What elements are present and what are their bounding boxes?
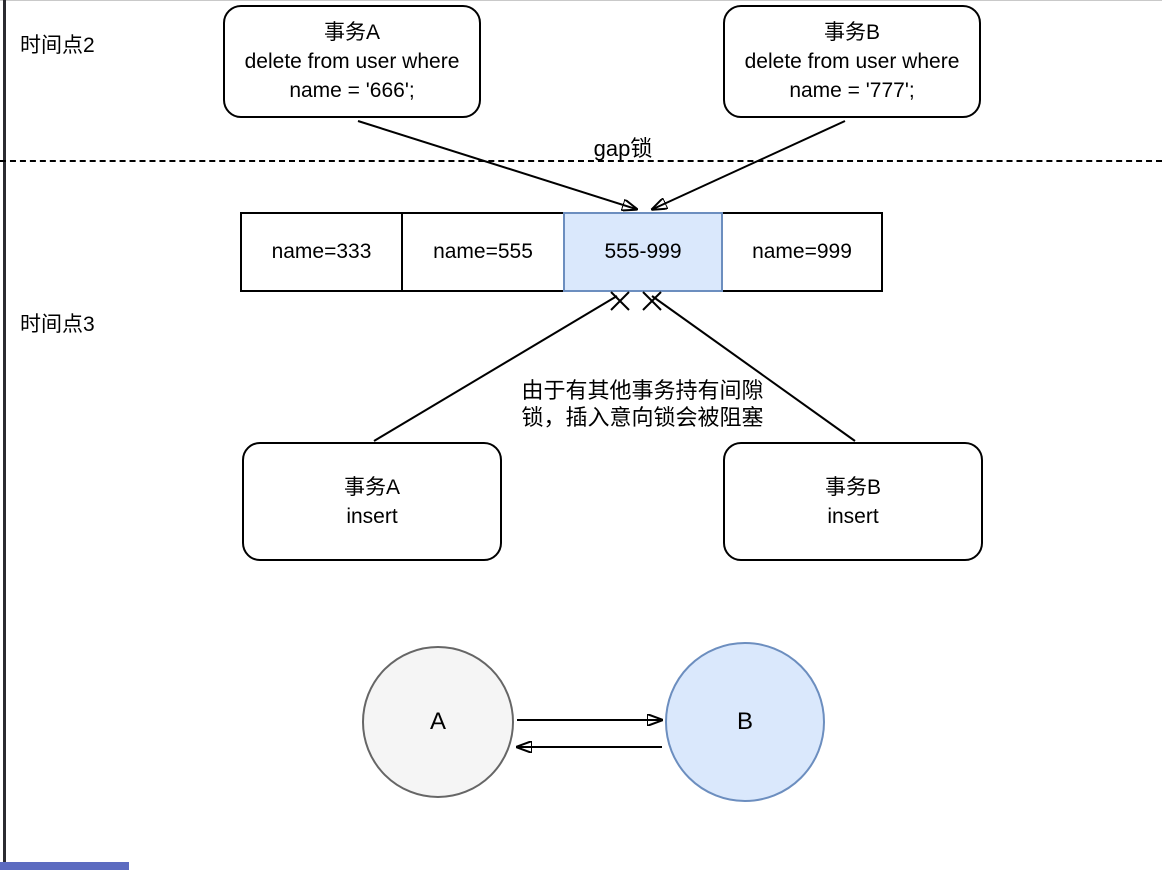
time-point-2-label: 时间点2 <box>20 34 95 57</box>
left-border-line <box>3 0 6 862</box>
index-record-table: name=333 name=555 555-999 name=999 <box>240 212 883 292</box>
index-cell-name999: name=999 <box>723 212 883 292</box>
deadlock-node-a: A <box>362 646 514 798</box>
blocked-cross-icon-b <box>642 291 662 311</box>
transaction-a-delete-box: 事务A delete from user where name = '666'; <box>223 5 481 118</box>
index-cell-name333: name=333 <box>240 212 403 292</box>
transaction-b-delete-box: 事务B delete from user where name = '777'; <box>723 5 981 118</box>
time-point-3-label: 时间点3 <box>20 313 95 336</box>
transaction-b-sql-line1: delete from user where <box>744 50 960 73</box>
blocked-cross-icon-a <box>610 291 630 311</box>
node-b-label: B <box>736 708 753 735</box>
index-cell-name555: name=555 <box>403 212 563 292</box>
gap-lock-label: gap锁 <box>593 136 653 161</box>
transaction-a-sql-line2: name = '666'; <box>289 79 415 102</box>
deadlock-node-b: B <box>665 642 825 802</box>
horizontal-scrollbar-thumb[interactable] <box>0 862 129 870</box>
index-cell-gap-555-999: 555-999 <box>563 212 723 292</box>
transaction-b-insert-op: insert <box>827 504 879 528</box>
node-a-label: A <box>429 708 446 735</box>
transaction-a-insert-title: 事务A <box>343 475 400 499</box>
transaction-b-title: 事务B <box>823 21 880 44</box>
top-border-line <box>0 0 1162 1</box>
transaction-b-insert-box: 事务B insert <box>723 442 983 561</box>
transaction-b-insert-title: 事务B <box>824 475 881 499</box>
transaction-a-insert-op: insert <box>346 504 398 528</box>
transaction-a-sql-line1: delete from user where <box>244 50 460 73</box>
transaction-a-title: 事务A <box>323 21 380 44</box>
block-reason-text: 由于有其他事务持有间隙 锁，插入意向锁会被阻塞 <box>521 378 764 430</box>
transaction-b-sql-line2: name = '777'; <box>789 79 915 102</box>
transaction-a-insert-box: 事务A insert <box>242 442 502 561</box>
